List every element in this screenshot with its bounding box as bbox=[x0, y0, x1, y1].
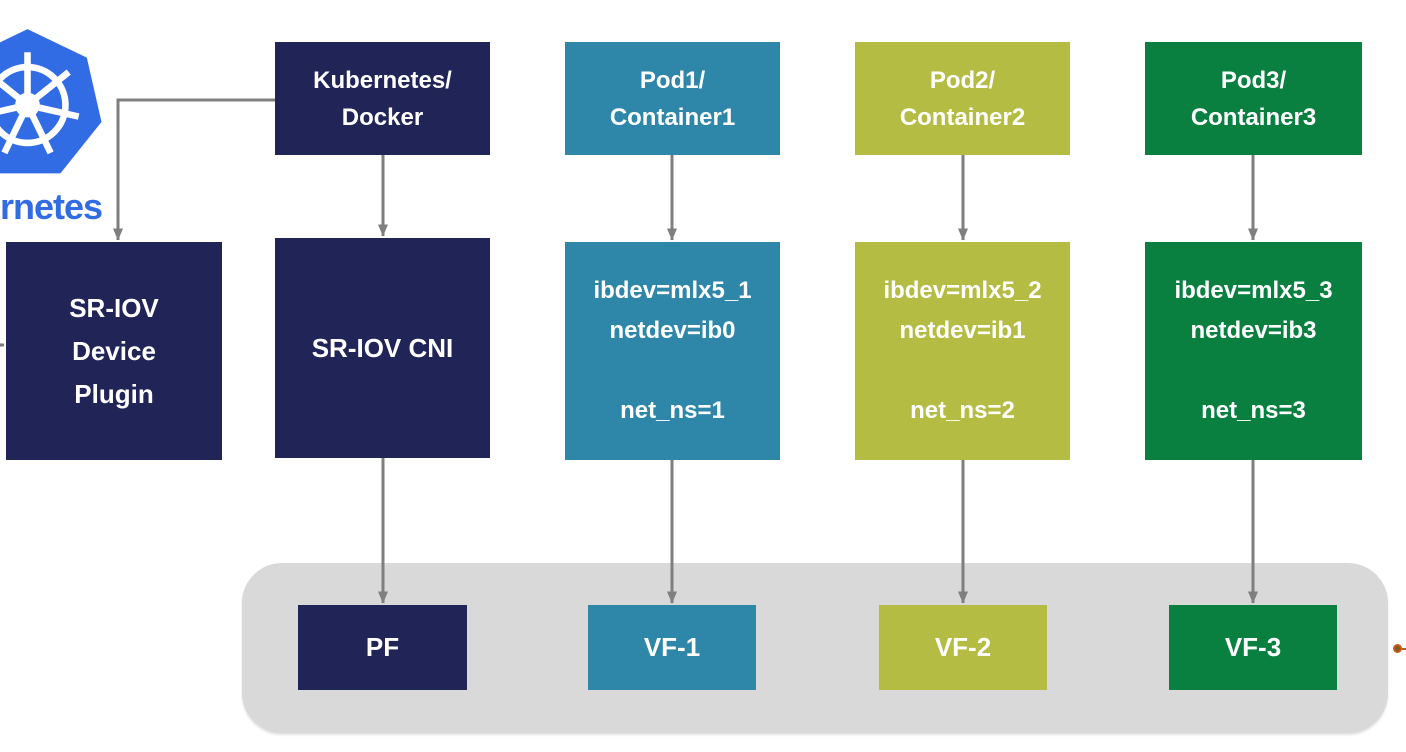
node-label: VF-2 bbox=[934, 632, 992, 662]
kubernetes-wordmark: rnetes bbox=[0, 186, 103, 227]
node-pod3-container3: Pod3/ Container3 bbox=[1145, 42, 1362, 155]
node-label: VF-3 bbox=[1224, 632, 1282, 662]
node-pod3-config: ibdev=mlx5_3 netdev=ib3 net_ns=3 bbox=[1145, 242, 1362, 460]
node-label: PF bbox=[365, 632, 400, 662]
connection-point-dot bbox=[1393, 644, 1402, 653]
node-sriov-device-plugin: SR-IOV Device Plugin bbox=[6, 242, 222, 460]
node-label: Kubernetes/ Docker bbox=[313, 66, 452, 131]
node-sriov-cni: SR-IOV CNI bbox=[275, 238, 490, 458]
node-label: ibdev=mlx5_2 netdev=ib1 net_ns=2 bbox=[883, 277, 1042, 424]
node-label: ibdev=mlx5_3 netdev=ib3 net_ns=3 bbox=[1174, 277, 1333, 424]
node-label: SR-IOV Device Plugin bbox=[69, 292, 159, 409]
node-pod2-container2: Pod2/ Container2 bbox=[855, 42, 1070, 155]
node-vf1: VF-1 bbox=[588, 605, 756, 690]
node-label: Pod3/ Container3 bbox=[1190, 66, 1317, 131]
node-label: ibdev=mlx5_1 netdev=ib0 net_ns=1 bbox=[593, 277, 752, 424]
connection-point-tail bbox=[1402, 648, 1406, 650]
arrow-k8s-to-device-plugin bbox=[113, 98, 275, 241]
node-kubernetes-docker: Kubernetes/ Docker bbox=[275, 42, 490, 155]
node-pod2-config: ibdev=mlx5_2 netdev=ib1 net_ns=2 bbox=[855, 242, 1070, 460]
node-vf2: VF-2 bbox=[879, 605, 1047, 690]
kubernetes-wheel-hub bbox=[15, 92, 40, 118]
node-pod1-container1: Pod1/ Container1 bbox=[565, 42, 780, 155]
node-label: SR-IOV CNI bbox=[311, 332, 454, 363]
node-label: VF-1 bbox=[643, 632, 701, 662]
node-label: Pod2/ Container2 bbox=[899, 66, 1026, 131]
kubernetes-logo-icon bbox=[0, 29, 102, 174]
node-pf: PF bbox=[298, 605, 467, 690]
node-pod1-config: ibdev=mlx5_1 netdev=ib0 net_ns=1 bbox=[565, 242, 780, 460]
node-label: Pod1/ Container1 bbox=[609, 66, 736, 131]
node-vf3: VF-3 bbox=[1169, 605, 1337, 690]
